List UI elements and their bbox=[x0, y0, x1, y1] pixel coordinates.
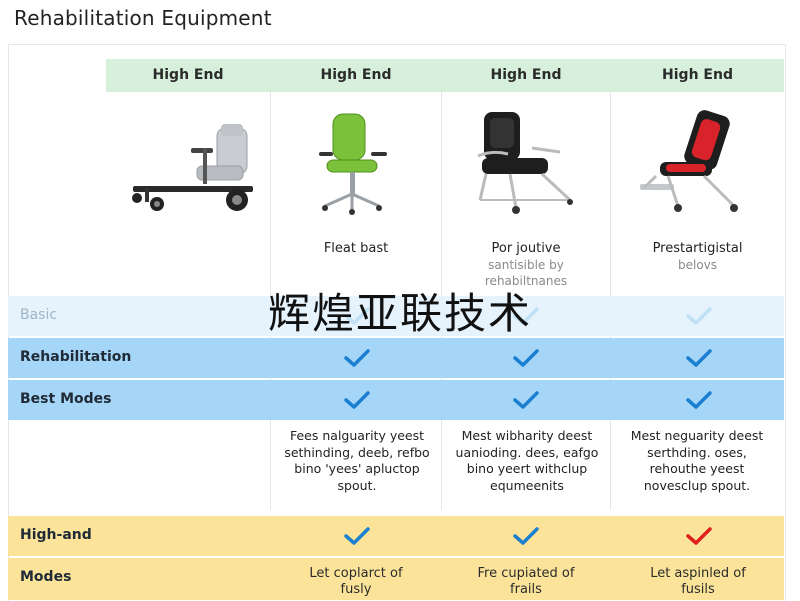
checkmark-icon bbox=[686, 349, 712, 367]
modes-note: Fre cupiated of frails bbox=[477, 566, 575, 597]
modes-note: Let coplarct of fusly bbox=[309, 566, 403, 597]
product-name-line: Fleat bast bbox=[323, 241, 389, 256]
row-label: High-and bbox=[20, 527, 92, 543]
feature-description: Mest wibharity deest uanioding. dees, ea… bbox=[455, 428, 599, 493]
page-title: Rehabilitation Equipment bbox=[14, 6, 272, 30]
column-header: High End bbox=[152, 67, 224, 83]
checkmark-icon bbox=[686, 307, 712, 325]
checkmark-icon bbox=[513, 307, 539, 325]
column-header-row bbox=[106, 59, 784, 92]
feature-row-high-end: High-and bbox=[8, 516, 784, 556]
red-recliner-chair-image[interactable] bbox=[638, 108, 748, 218]
feature-row-modes: Modes bbox=[8, 558, 784, 600]
column-header: High End bbox=[320, 67, 392, 83]
column-header: High End bbox=[490, 67, 562, 83]
checkmark-icon bbox=[344, 307, 370, 325]
checkmark-icon bbox=[344, 391, 370, 409]
feature-row-best-modes: Best Modes bbox=[8, 380, 784, 420]
row-label: Best Modes bbox=[20, 391, 112, 407]
modes-note: Let aspinled of fusils bbox=[650, 566, 746, 597]
row-label: Modes bbox=[20, 569, 72, 585]
feature-description: Mest neguarity deest serthding. oses, re… bbox=[630, 428, 764, 493]
green-office-chair-image[interactable] bbox=[315, 108, 405, 218]
checkmark-icon bbox=[344, 527, 370, 545]
row-label: Basic bbox=[20, 307, 58, 323]
row-label: Rehabilitation bbox=[20, 349, 132, 365]
column-header: High End bbox=[662, 67, 733, 83]
checkmark-icon bbox=[513, 527, 539, 545]
checkmark-icon bbox=[686, 527, 712, 545]
feature-row-rehabilitation: Rehabilitation bbox=[8, 338, 784, 378]
column-divider bbox=[270, 60, 271, 510]
product-name: Por joutive santisible by rehabiltnanes bbox=[442, 241, 610, 289]
checkmark-icon bbox=[513, 349, 539, 367]
product-name: Prestartigistal belovs bbox=[611, 241, 784, 273]
feature-row-basic: Basic bbox=[8, 296, 784, 336]
column-divider bbox=[441, 60, 442, 510]
black-task-chair-image[interactable] bbox=[472, 108, 582, 218]
checkmark-icon bbox=[513, 391, 539, 409]
feature-description: Fees nalguarity yeest sethinding, deeb, … bbox=[284, 428, 430, 493]
product-subtitle: santisible by rehabiltnanes bbox=[484, 258, 568, 288]
watermark-text: 辉煌亚联技术 bbox=[267, 289, 532, 338]
product-name: Fleat bast bbox=[271, 241, 441, 257]
product-name-line: Prestartigistal bbox=[652, 241, 743, 256]
walker-chair-image[interactable] bbox=[125, 118, 270, 218]
checkmark-icon bbox=[686, 391, 712, 409]
checkmark-icon bbox=[344, 349, 370, 367]
product-subtitle: belovs bbox=[677, 258, 718, 272]
product-name-line: Por joutive bbox=[491, 241, 561, 256]
column-divider bbox=[610, 60, 611, 510]
